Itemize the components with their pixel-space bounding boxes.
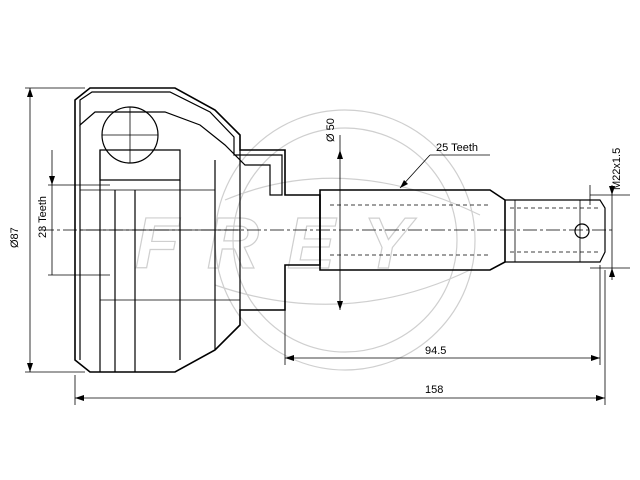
- ball: [101, 106, 159, 164]
- watermark-text: FREY: [135, 204, 439, 284]
- dim-inner-teeth: 23 Teeth: [37, 150, 110, 276]
- dim-thread-label: M22x1.5: [611, 148, 623, 190]
- dim-outer-teeth-label: 25 Teeth: [436, 142, 478, 154]
- watermark: FREY: [134, 109, 481, 371]
- split-pin-hole: [574, 223, 590, 239]
- dim-outer-teeth: 25 Teeth: [399, 142, 490, 189]
- dim-shaft-diameter: Ø 50: [325, 118, 343, 310]
- shaft: [319, 189, 606, 271]
- dim-shaft-length: 94.5: [284, 265, 601, 365]
- dim-thread: M22x1.5: [589, 148, 630, 280]
- dim-outer-diameter: Ø87: [9, 87, 85, 373]
- dim-total-length: 158: [74, 270, 606, 405]
- dim-inner-teeth-label: 23 Teeth: [37, 196, 49, 238]
- dim-total-length-label: 158: [425, 384, 443, 396]
- dim-outer-diameter-label: Ø87: [9, 227, 21, 248]
- dim-shaft-diameter-label: Ø 50: [325, 118, 337, 142]
- dim-shaft-length-label: 94.5: [425, 345, 446, 357]
